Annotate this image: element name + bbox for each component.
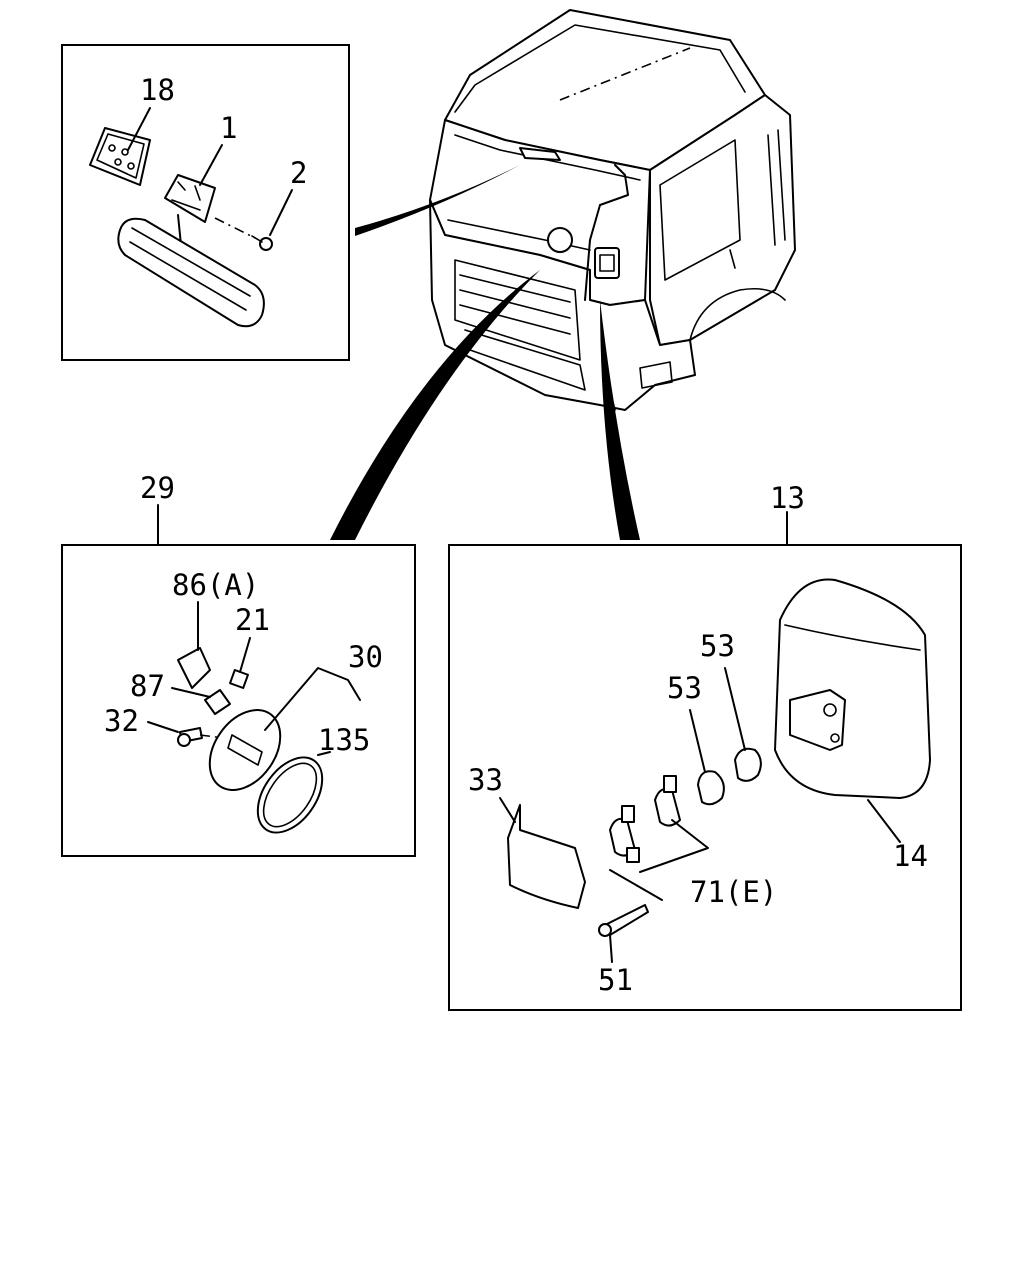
callout-13: 13 — [770, 481, 805, 515]
callout-30: 30 — [348, 640, 383, 674]
callout-51: 51 — [598, 963, 633, 997]
callout-87: 87 — [130, 669, 165, 703]
callout-33: 33 — [468, 763, 503, 797]
callout-71e: 71(E) — [690, 875, 777, 909]
under-mirror-detail-box — [61, 504, 416, 857]
mirror-bracket-part — [164, 174, 216, 263]
callout-135: 135 — [318, 723, 370, 757]
callout-29: 29 — [140, 471, 175, 505]
callout-14: 14 — [893, 839, 928, 873]
pointer-wedges — [330, 165, 640, 540]
callout-2: 2 — [290, 156, 307, 190]
callout-32: 32 — [104, 704, 139, 738]
side-mirror-detail-box — [448, 511, 962, 1011]
callout-labels: 18 1 2 29 86(A) 21 30 87 32 135 13 53 53… — [104, 73, 928, 997]
side-mirror-head-part — [774, 578, 931, 843]
mirror-pad-part — [89, 127, 151, 186]
callout-53-lower: 53 — [667, 671, 702, 705]
callout-1: 1 — [220, 111, 237, 145]
callout-18: 18 — [140, 73, 175, 107]
callout-53-upper: 53 — [700, 629, 735, 663]
mirror-screw-part — [214, 217, 273, 251]
callout-86a: 86(A) — [172, 568, 259, 602]
truck-cab-illustration — [429, 9, 796, 411]
inner-mirror-detail-box — [61, 44, 350, 361]
mirror-body-part — [117, 217, 265, 328]
callout-21: 21 — [235, 603, 270, 637]
